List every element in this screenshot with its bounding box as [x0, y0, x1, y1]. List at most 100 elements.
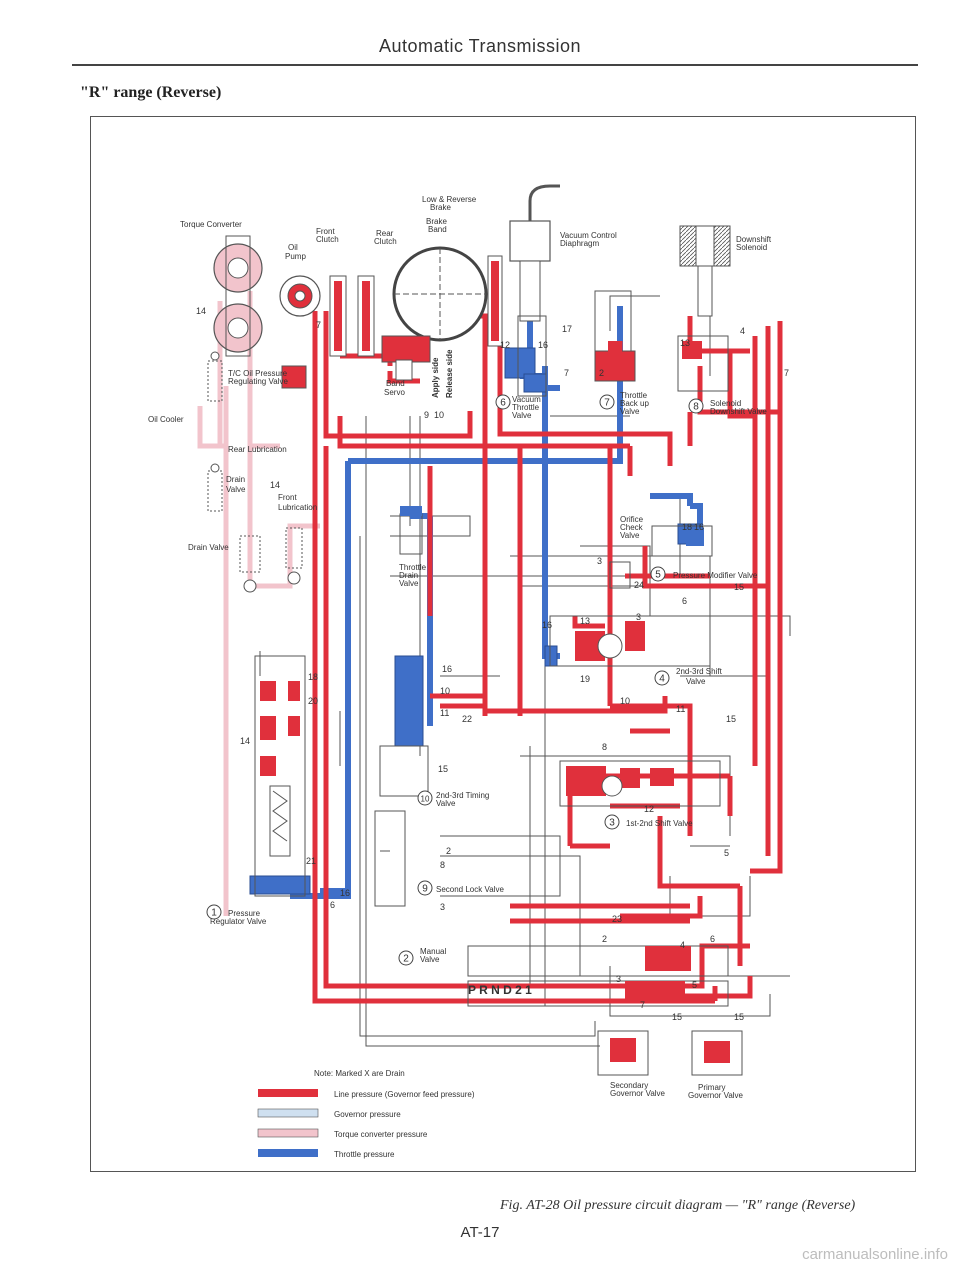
- port-14b: 14: [270, 480, 280, 490]
- second-lock-valve: [374, 810, 406, 907]
- port-3b: 3: [636, 612, 641, 622]
- manual-valve: [467, 945, 729, 1007]
- section-title: "R" range (Reverse): [80, 84, 222, 101]
- throttle-drain-label-1: Throttle: [399, 563, 427, 572]
- pressure-regulator-valve: [254, 655, 306, 897]
- shift-23-label-1: 2nd-3rd Shift: [676, 667, 723, 676]
- downshift-solenoid-label-2: Solenoid: [736, 243, 767, 252]
- port-10b: 10: [620, 696, 630, 706]
- legend-item-torque-converter-pressure: Torque converter pressure: [257, 1128, 428, 1139]
- port-3c: 3: [440, 902, 445, 912]
- throttle-back-up-valve: [594, 290, 636, 382]
- port-24: 24: [634, 580, 644, 590]
- port-4a: 4: [740, 326, 745, 336]
- circle-3: 3: [609, 818, 615, 829]
- brake-band-label-2: Band: [428, 225, 447, 234]
- vacuum-control-label-1: Vacuum Control: [560, 231, 617, 240]
- legend-item-line-pressure: Line pressure (Governor feed pressure): [258, 1089, 475, 1099]
- diagram-frame: [90, 116, 916, 1172]
- tc-valve-label-2: Regulating Valve: [228, 377, 288, 386]
- small-drain-valve: [207, 463, 223, 512]
- front-clutch: [329, 275, 347, 357]
- orifice-check-valve: [609, 561, 631, 589]
- rear-clutch: [357, 275, 375, 357]
- solenoid-downshift-label-1: Solenoid: [710, 399, 741, 408]
- port-19: 19: [580, 674, 590, 684]
- legend-label-throttle-pressure: Throttle pressure: [334, 1150, 395, 1159]
- port-7a: 7: [316, 320, 321, 330]
- tc-valve-label-1: T/C Oil Pressure: [228, 369, 288, 378]
- throttle-backup-label-3: Valve: [620, 407, 640, 416]
- port-6c: 6: [710, 934, 715, 944]
- vacuum-control-diaphragm: [509, 184, 560, 322]
- port-8b: 8: [440, 860, 445, 870]
- port-18a: 18: [682, 522, 692, 532]
- circle-4: 4: [659, 674, 665, 685]
- circle-8: 8: [693, 402, 699, 413]
- primary-governor-label-1: Primary: [698, 1083, 726, 1092]
- port-8a: 8: [602, 742, 607, 752]
- tc-pressure-valve: [207, 351, 223, 402]
- port-15c: 15: [438, 764, 448, 774]
- legend: Note: Marked X are Drain Line pressure (…: [257, 1069, 475, 1159]
- port-17: 17: [562, 324, 572, 334]
- port-4b: 4: [680, 940, 685, 950]
- port-10c: 10: [440, 686, 450, 696]
- front-lubrication-label-1: Front: [278, 493, 297, 502]
- oil-pump: [279, 275, 321, 389]
- port-6b: 6: [330, 900, 335, 910]
- low-reverse-brake-label-2: Brake: [430, 203, 451, 212]
- brake-band-label-1: Brake: [426, 217, 447, 226]
- timing-valve: [379, 745, 429, 797]
- legend-item-throttle-pressure: Throttle pressure: [258, 1149, 395, 1159]
- orifice-check-label-2: Check: [620, 523, 644, 532]
- downshift-solenoid: [677, 225, 731, 392]
- legend-swatch-line-pressure: [258, 1089, 318, 1097]
- vacuum-throttle-label-1: Vacuum: [512, 395, 541, 404]
- rear-lubrication-label: Rear Lubrication: [228, 445, 287, 454]
- header-rule: [72, 64, 918, 66]
- pressure-modifier-label: Pressure Modifier Valve: [673, 571, 758, 580]
- front-clutch-label-2: Clutch: [316, 235, 339, 244]
- port-15e: 15: [734, 1012, 744, 1022]
- band-servo-label-2: Servo: [384, 388, 405, 397]
- circle-1: 1: [211, 908, 217, 919]
- throttle-drain-valve: [399, 506, 423, 555]
- legend-note: Note: Marked X are Drain: [314, 1069, 405, 1078]
- downshift-solenoid-label-1: Downshift: [736, 235, 772, 244]
- port-3a: 3: [597, 556, 602, 566]
- circle-5: 5: [655, 570, 661, 581]
- port-16b: 16: [694, 522, 704, 532]
- shift-valve-23: [549, 615, 711, 667]
- low-reverse-brake-label-1: Low & Reverse: [422, 195, 477, 204]
- manual-valve-label-2: Valve: [420, 955, 440, 964]
- drain-valve-small-label-1: Drain: [226, 475, 245, 484]
- throttle-drain-label-2: Drain: [399, 571, 418, 580]
- drain-valve-small-label-2: Valve: [226, 485, 246, 494]
- pressure-regulator-label-1: Pressure: [228, 909, 261, 918]
- legend-swatch-throttle-pressure: [258, 1149, 318, 1157]
- page-number: AT-17: [460, 1224, 500, 1241]
- component-labels: Torque Converter Oil Pump Front Clutch R…: [148, 195, 772, 1100]
- timing-23-label-2: Valve: [436, 799, 456, 808]
- primary-governor: [691, 1030, 743, 1076]
- port-numbers: 14 14 14 7 7 7 12 16 9 10 17 4 13 2 18 1…: [196, 306, 789, 1022]
- shift-12-label: 1st-2nd Shift Valve: [626, 819, 693, 828]
- throttle-drain-label-3: Valve: [399, 579, 419, 588]
- drain-valve-label: Drain Valve: [188, 543, 229, 552]
- legend-label-torque-converter-pressure: Torque converter pressure: [334, 1130, 428, 1139]
- vacuum-throttle-valve: [517, 315, 547, 397]
- secondary-governor-label-2: Governor Valve: [610, 1089, 666, 1098]
- legend-swatch-governor-pressure: [257, 1108, 319, 1118]
- port-16a: 16: [538, 340, 548, 350]
- solenoid-downshift-label-2: Downshift Valve: [710, 407, 767, 416]
- port-3d: 3: [616, 974, 621, 984]
- port-12a: 12: [500, 340, 510, 350]
- port-7b: 7: [564, 368, 569, 378]
- circle-9: 9: [422, 884, 428, 895]
- secondary-governor: [597, 1030, 649, 1076]
- port-16e: 16: [340, 888, 350, 898]
- oil-pump-label-1: Oil: [288, 243, 298, 252]
- front-lubrication-label-2: Lubrication: [278, 503, 317, 512]
- page-header-title: Automatic Transmission: [378, 36, 582, 56]
